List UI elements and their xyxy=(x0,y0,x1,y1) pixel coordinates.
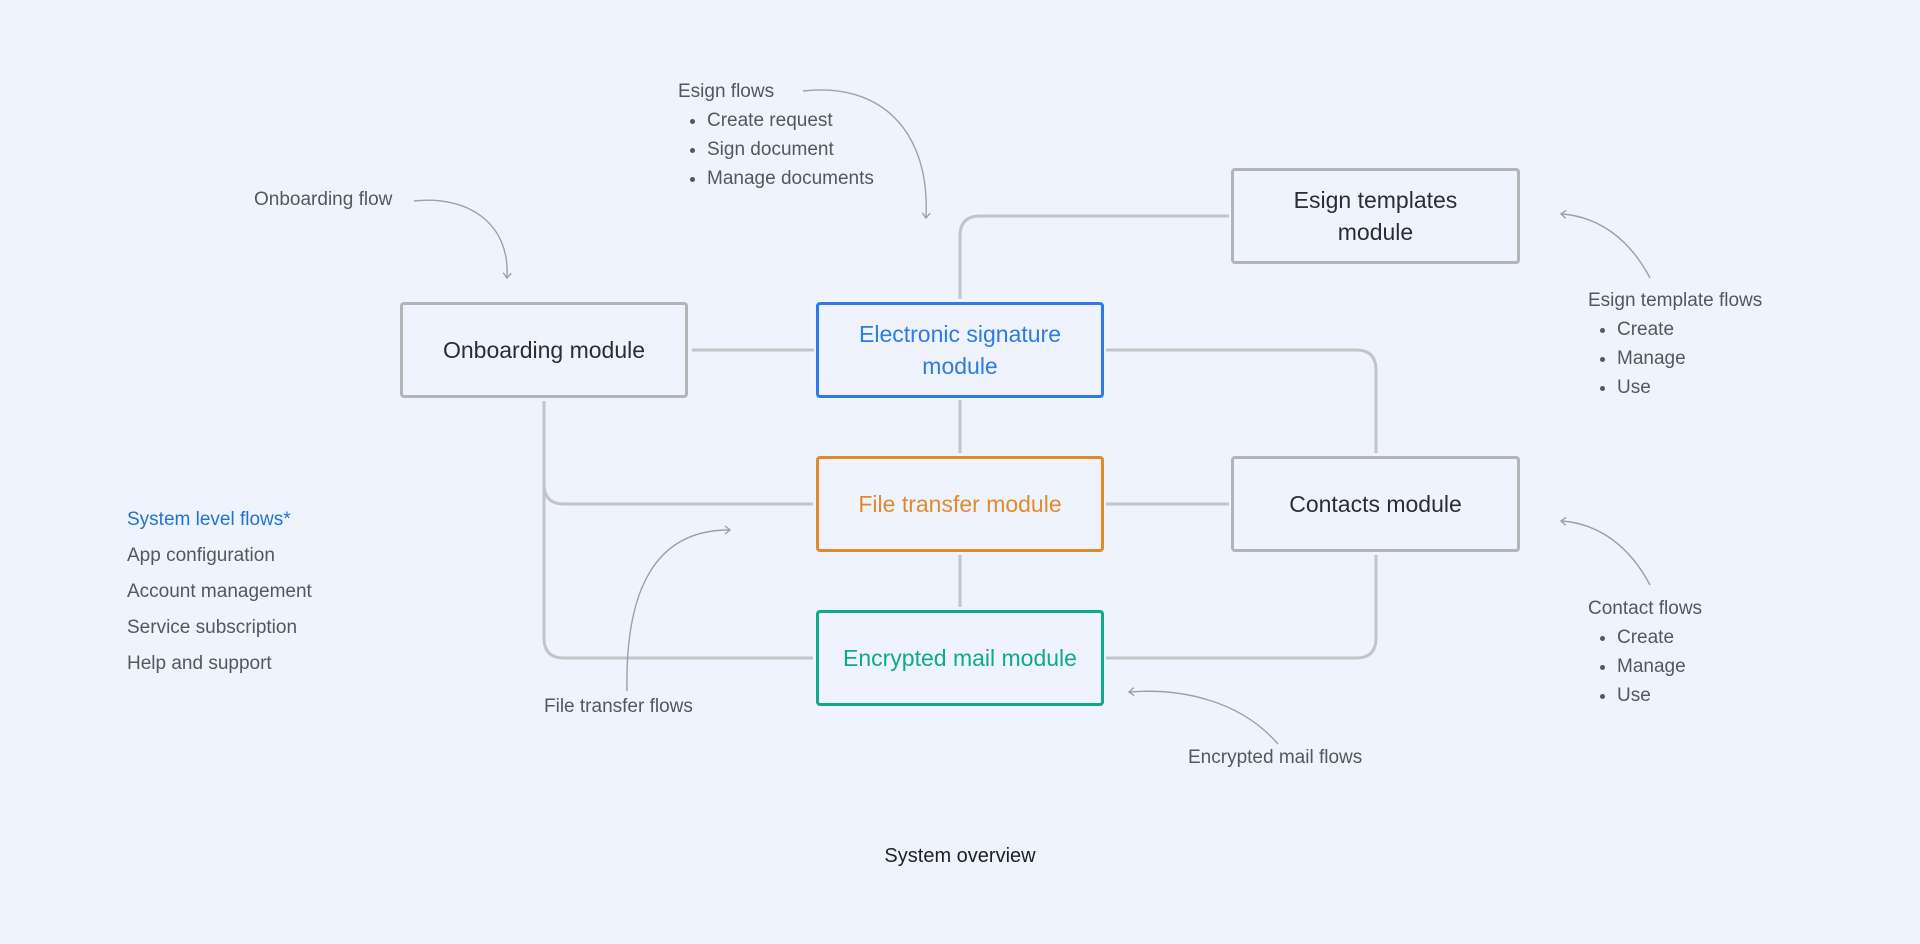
onboarding-module-label: Onboarding module xyxy=(442,337,646,363)
list-item: Service subscription xyxy=(127,617,298,638)
list-item: Account management xyxy=(127,581,312,602)
electronic-signature-module[interactable]: Electronic signature module xyxy=(816,302,1104,398)
file-transfer-module-label: File transfer module xyxy=(858,491,1062,517)
connector-onboarding-filetransfer xyxy=(542,401,813,506)
esign-templates-module-label-line1: Esign templates xyxy=(1293,187,1458,213)
list-item: Use xyxy=(1617,373,1762,402)
contacts-module[interactable]: Contacts module xyxy=(1231,456,1520,552)
connector-onboarding-mail xyxy=(542,484,813,660)
system-level-flows-title: System level flows* xyxy=(127,509,291,530)
esign-flows-note: Esign flows Create request Sign document… xyxy=(678,77,874,193)
list-item: Create request xyxy=(707,106,874,135)
arrow-template-flows xyxy=(1559,209,1651,279)
list-item: Use xyxy=(1617,681,1702,710)
arrow-onboarding-flow xyxy=(413,199,512,280)
onboarding-module[interactable]: Onboarding module xyxy=(400,302,688,398)
list-item: Create xyxy=(1617,623,1702,652)
contact-flows-title: Contact flows xyxy=(1588,598,1703,619)
encrypted-mail-flows-title: Encrypted mail flows xyxy=(1188,747,1363,768)
connector-esign-contacts xyxy=(1106,348,1378,453)
connector-esign-templates xyxy=(958,214,1229,299)
onboarding-flow-note: Onboarding flow xyxy=(254,185,392,214)
esign-template-flows-list: Create Manage Use xyxy=(1588,315,1762,402)
encrypted-mail-flows-note: Encrypted mail flows xyxy=(1188,743,1362,772)
electronic-signature-module-label-line2: module xyxy=(922,353,998,379)
file-transfer-module[interactable]: File transfer module xyxy=(816,456,1104,552)
electronic-signature-module-label-line1: Electronic signature xyxy=(859,321,1061,347)
list-item: Help and support xyxy=(127,653,272,674)
esign-template-flows-title: Esign template flows xyxy=(1588,290,1763,311)
system-level-flows: System level flows* App configuration Ac… xyxy=(127,502,312,682)
esign-flows-title: Esign flows xyxy=(678,81,775,102)
contact-flows-note: Contact flows Create Manage Use xyxy=(1588,594,1702,710)
list-item: App configuration xyxy=(127,545,275,566)
list-item: Create xyxy=(1617,315,1762,344)
arrow-encrypted-mail-flows xyxy=(1127,687,1279,745)
list-item: Manage xyxy=(1617,344,1762,373)
esign-templates-module[interactable]: Esign templates module xyxy=(1231,168,1520,264)
encrypted-mail-module[interactable]: Encrypted mail module xyxy=(816,610,1104,706)
esign-flows-list: Create request Sign document Manage docu… xyxy=(678,106,874,193)
connector-mail-contacts xyxy=(1106,555,1378,660)
list-item: Manage documents xyxy=(707,164,874,193)
list-item: Manage xyxy=(1617,652,1702,681)
contact-flows-list: Create Manage Use xyxy=(1588,623,1702,710)
onboarding-flow-title: Onboarding flow xyxy=(254,189,393,210)
list-item: Sign document xyxy=(707,135,874,164)
diagram-caption: System overview xyxy=(884,845,1036,867)
esign-templates-module-label-line2: module xyxy=(1337,219,1414,245)
contacts-module-label: Contacts module xyxy=(1289,491,1462,517)
file-transfer-flows-note: File transfer flows xyxy=(544,692,693,721)
arrow-esign-flows xyxy=(802,89,931,220)
arrow-file-transfer-flows xyxy=(626,525,732,692)
arrow-contact-flows xyxy=(1559,516,1651,586)
esign-template-flows-note: Esign template flows Create Manage Use xyxy=(1588,286,1762,402)
file-transfer-flows-title: File transfer flows xyxy=(544,696,693,717)
encrypted-mail-module-label: Encrypted mail module xyxy=(843,645,1077,671)
